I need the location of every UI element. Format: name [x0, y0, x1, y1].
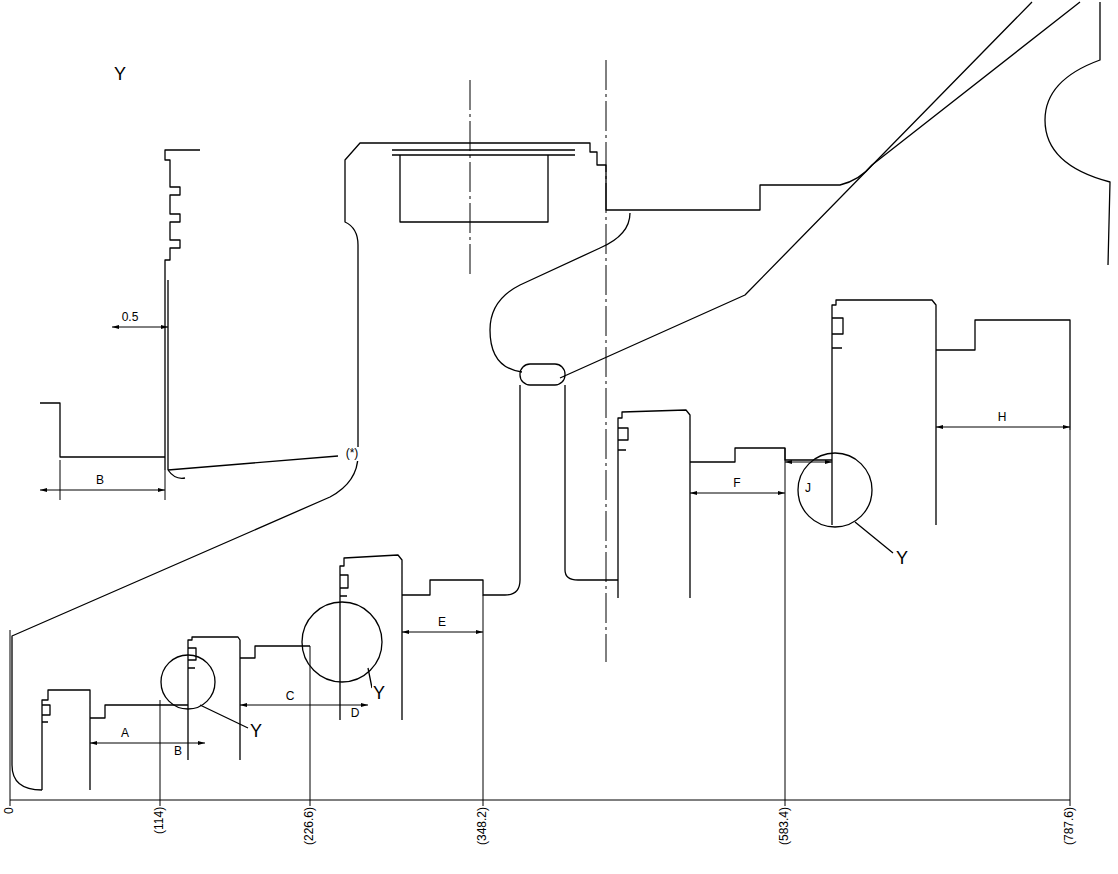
detail-callout: Y	[895, 549, 909, 569]
dimension-lines	[40, 327, 1070, 743]
duct-wall	[565, 385, 618, 580]
casing-outline	[12, 2, 1080, 790]
dimension-letter: C	[285, 690, 296, 703]
inset-profile	[165, 150, 200, 470]
duct-wall	[402, 385, 520, 595]
blade	[188, 637, 240, 760]
axis-position: (348.2)	[476, 806, 489, 846]
axis-position: 0	[3, 806, 16, 815]
dimension-value: 0.5	[121, 311, 140, 324]
dimension-letter: F	[732, 477, 741, 490]
dimension-letter: A	[120, 727, 130, 740]
blade	[340, 555, 402, 720]
dimension-letter: J	[804, 482, 812, 495]
axis-position: (226.6)	[303, 806, 316, 846]
dimension-letter: D	[350, 707, 361, 720]
vane-arm	[560, 2, 1032, 378]
axis-position: (583.4)	[778, 806, 791, 846]
casing-outline	[1045, 2, 1110, 265]
dimension-letter: H	[997, 411, 1008, 424]
disc-rim	[90, 705, 188, 718]
blade	[42, 690, 90, 790]
axis-line	[10, 800, 1070, 801]
view-label: Y	[113, 65, 127, 85]
bearing	[392, 150, 575, 222]
disc-rim	[240, 646, 310, 658]
detail-circle	[798, 453, 872, 527]
extension-line	[10, 430, 1070, 808]
blade	[618, 410, 690, 598]
centre-line	[470, 60, 606, 662]
note-mark: (*)	[345, 447, 360, 460]
vane-arm	[490, 213, 630, 372]
dimension-letter: E	[437, 616, 447, 629]
dimension-letter: B	[173, 745, 183, 758]
loop	[520, 364, 565, 385]
axis-position: (114)	[153, 806, 166, 835]
detail-circle	[161, 655, 215, 709]
dimension-letter: B	[95, 474, 105, 487]
disc-rim	[936, 320, 1070, 430]
blade	[832, 300, 936, 525]
inset-profile	[40, 280, 185, 478]
leader-line	[168, 456, 338, 470]
detail-callout: Y	[249, 722, 263, 742]
detail-callout: Y	[372, 684, 386, 704]
axis-position: (787.6)	[1063, 806, 1076, 846]
detail-circle	[302, 602, 382, 682]
leader-line	[200, 522, 893, 728]
disc-rim	[690, 448, 832, 462]
